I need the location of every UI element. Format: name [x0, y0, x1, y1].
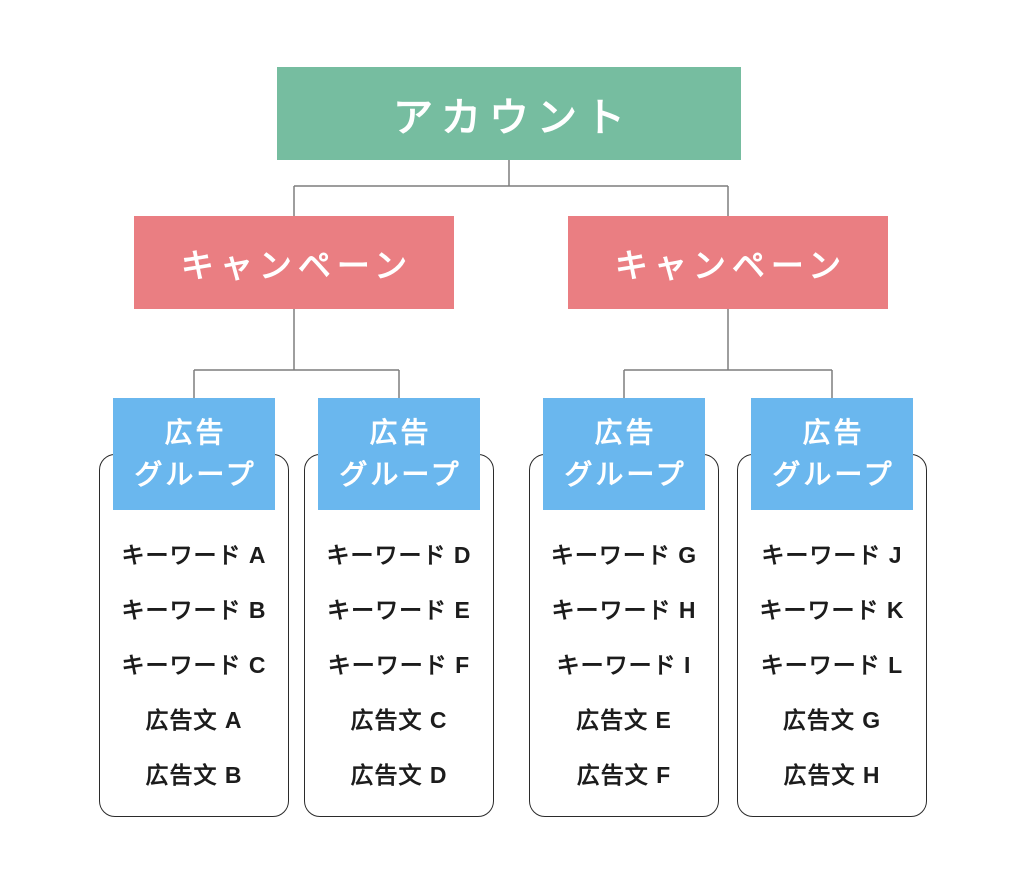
- keyword-item: キーワード K: [759, 596, 905, 623]
- keyword-item: キーワード J: [761, 541, 903, 568]
- ad-group-item-list: キーワード G キーワード H キーワード I 広告文 E 広告文 F: [530, 525, 718, 800]
- ad-group-label-line1: 広告: [802, 417, 865, 448]
- ad-group-item-list: キーワード J キーワード K キーワード L 広告文 G 広告文 H: [738, 525, 926, 800]
- ad-group-card-3: キーワード G キーワード H キーワード I 広告文 E 広告文 F: [529, 454, 719, 817]
- ad-group-label-line2: グループ: [772, 459, 895, 490]
- keyword-item: キーワード B: [121, 596, 267, 623]
- ad-text-item: 広告文 D: [350, 761, 448, 788]
- ad-text-item: 広告文 C: [350, 706, 448, 733]
- ad-group-box-1: 広告 グループ: [113, 398, 275, 510]
- ad-group-label-line2: グループ: [339, 459, 462, 490]
- keyword-item: キーワード D: [326, 541, 472, 568]
- ad-text-item: 広告文 F: [576, 761, 672, 788]
- keyword-item: キーワード A: [121, 541, 267, 568]
- keyword-item: キーワード I: [556, 651, 692, 678]
- ad-group-card-1: キーワード A キーワード B キーワード C 広告文 A 広告文 B: [99, 454, 289, 817]
- account-box: アカウント: [277, 67, 741, 160]
- ad-group-label-line1: 広告: [594, 417, 657, 448]
- ad-text-item: 広告文 E: [576, 706, 672, 733]
- ad-group-card-4: キーワード J キーワード K キーワード L 広告文 G 広告文 H: [737, 454, 927, 817]
- ad-text-item: 広告文 H: [783, 761, 881, 788]
- ad-text-item: 広告文 B: [145, 761, 243, 788]
- ad-group-label-line2: グループ: [564, 459, 687, 490]
- keyword-item: キーワード H: [551, 596, 697, 623]
- ad-group-box-3: 広告 グループ: [543, 398, 705, 510]
- keyword-item: キーワード F: [327, 651, 471, 678]
- campaign-box-1: キャンペーン: [134, 216, 454, 309]
- ad-group-label-line2: グループ: [134, 459, 257, 490]
- ad-group-box-2: 広告 グループ: [318, 398, 480, 510]
- ad-group-item-list: キーワード A キーワード B キーワード C 広告文 A 広告文 B: [100, 525, 288, 800]
- keyword-item: キーワード E: [327, 596, 471, 623]
- ad-group-box-4: 広告 グループ: [751, 398, 913, 510]
- ad-group-label-line1: 広告: [164, 417, 227, 448]
- account-label: アカウント: [393, 95, 633, 140]
- keyword-item: キーワード C: [121, 651, 267, 678]
- ad-group-label-line1: 広告: [369, 417, 432, 448]
- ad-group-card-2: キーワード D キーワード E キーワード F 広告文 C 広告文 D: [304, 454, 494, 817]
- keyword-item: キーワード G: [550, 541, 698, 568]
- keyword-item: キーワード L: [760, 651, 904, 678]
- ad-text-item: 広告文 A: [145, 706, 243, 733]
- ad-group-item-list: キーワード D キーワード E キーワード F 広告文 C 広告文 D: [305, 525, 493, 800]
- campaign-label: キャンペーン: [180, 246, 414, 284]
- campaign-box-2: キャンペーン: [568, 216, 888, 309]
- ad-text-item: 広告文 G: [782, 706, 882, 733]
- campaign-label: キャンペーン: [614, 246, 848, 284]
